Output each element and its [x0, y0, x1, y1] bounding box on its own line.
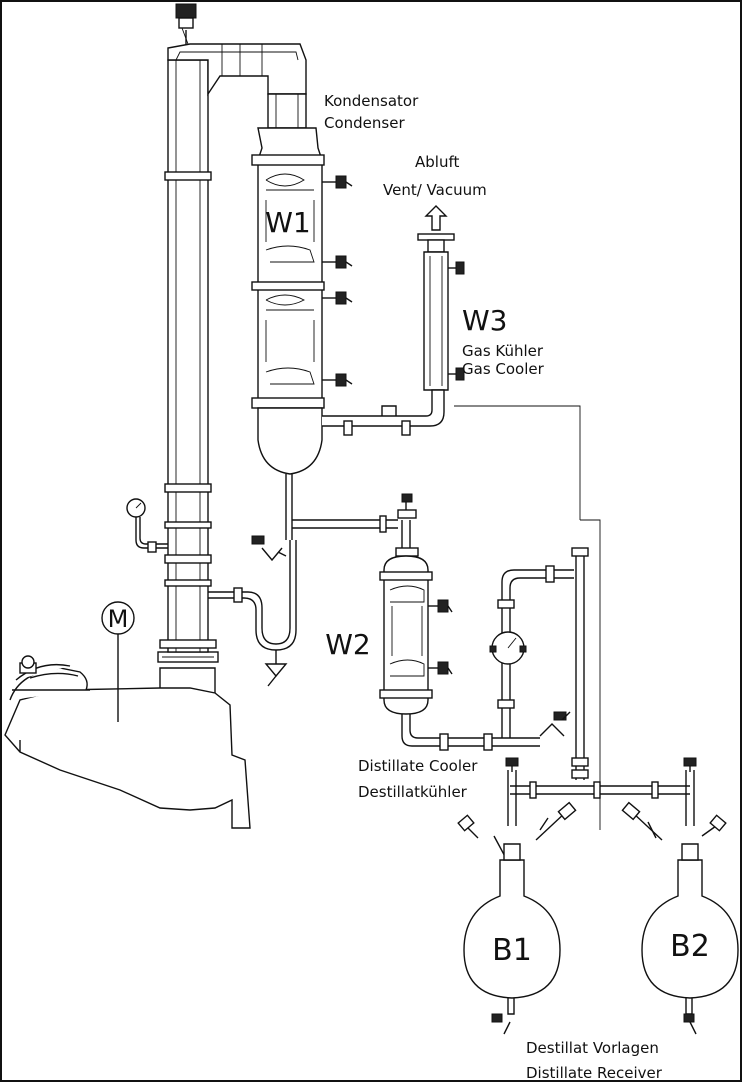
- motor-symbol: M: [101, 601, 135, 722]
- vapour-bend: [167, 43, 307, 129]
- condenser-label-de: Kondensator: [324, 92, 419, 110]
- distillate-cooler-w2: W2: [325, 493, 540, 751]
- receivers-label-de: Destillat Vorlagen: [526, 1039, 659, 1057]
- receiver-flask-b1: B1: [457, 814, 561, 1035]
- motor-label: M: [108, 605, 129, 633]
- sight-glass-loop: [489, 565, 574, 738]
- gas-cooler-w3: W3: [417, 205, 508, 391]
- distillate-cooler-label-de: Destillatkühler: [358, 783, 468, 801]
- w2-label: W2: [325, 628, 371, 661]
- b1-label: B1: [492, 933, 532, 968]
- vapour-column: [126, 3, 217, 653]
- vent-label-de: Abluft: [415, 153, 459, 171]
- w3-label: W3: [462, 304, 508, 337]
- receivers-label-en: Distillate Receiver: [526, 1064, 663, 1082]
- b2-label: B2: [670, 929, 710, 964]
- condenser-w1: W1: [251, 127, 353, 475]
- vent-label-en: Vent/ Vacuum: [383, 181, 487, 199]
- distillate-lines: [208, 474, 398, 687]
- gas-cooler-label-de: Gas Kühler: [462, 342, 544, 360]
- distillate-cooler-label-en: Distillate Cooler: [358, 757, 478, 775]
- w1-coolant-nozzles: [322, 175, 353, 387]
- receiver-manifold: [505, 519, 697, 841]
- condenser-label-en: Condenser: [324, 114, 405, 132]
- w1-label: W1: [265, 206, 311, 239]
- gas-line-w1-w3: [322, 389, 581, 520]
- gas-cooler-label-en: Gas Cooler: [462, 360, 545, 378]
- reactor-vessel: [4, 651, 251, 829]
- receiver-flask-b2: B2: [641, 814, 739, 1035]
